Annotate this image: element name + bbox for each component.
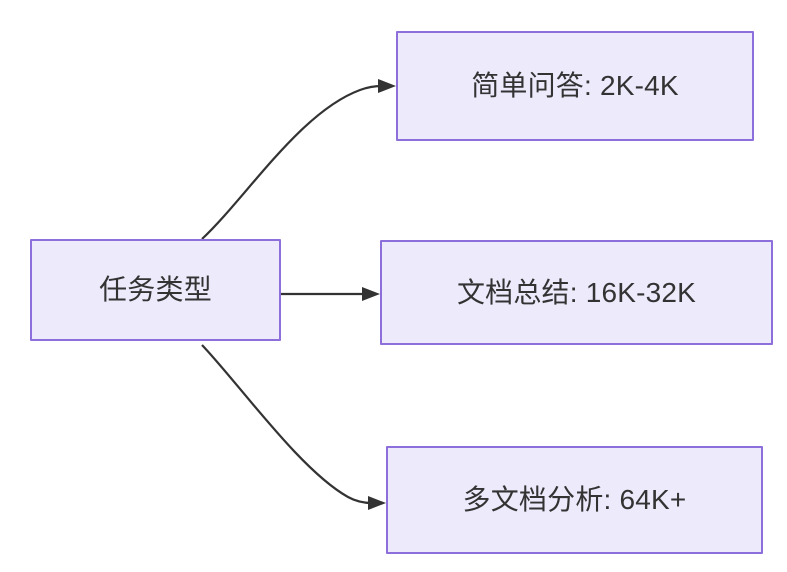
node-task-type[interactable]: 任务类型 xyxy=(30,239,281,341)
node-doc-summary[interactable]: 文档总结: 16K-32K xyxy=(380,240,773,345)
node-doc-summary-label: 文档总结: 16K-32K xyxy=(456,276,697,308)
arrowhead-doc-summary xyxy=(362,287,380,301)
node-multi-doc[interactable]: 多文档分析: 64K+ xyxy=(386,446,763,554)
edge-root-to-multi-doc-line xyxy=(201,344,373,505)
arrowhead-simple-qa xyxy=(378,79,396,93)
node-simple-qa[interactable]: 简单问答: 2K-4K xyxy=(396,31,754,141)
node-simple-qa-label: 简单问答: 2K-4K xyxy=(471,70,679,102)
arrowhead-multi-doc xyxy=(368,496,386,510)
edge-root-to-simple-qa-line xyxy=(201,84,383,240)
node-task-type-label: 任务类型 xyxy=(99,274,212,306)
edge-root-to-simple-qa xyxy=(201,79,396,240)
edge-root-to-multi-doc xyxy=(201,344,386,510)
edge-root-to-doc-summary xyxy=(281,287,380,301)
node-multi-doc-label: 多文档分析: 64K+ xyxy=(462,484,687,516)
